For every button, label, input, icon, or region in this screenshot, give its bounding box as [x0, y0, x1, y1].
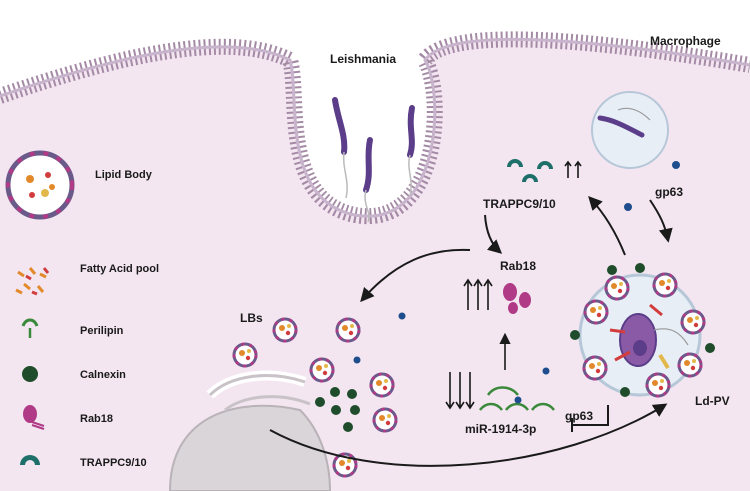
trappc-icon: [20, 455, 40, 465]
parasitophorous-vacuole: [570, 263, 715, 398]
arrow-er-to-pv: [269, 403, 668, 467]
calnexin-dots: [315, 387, 360, 432]
gp63-dot: [624, 203, 632, 211]
er-golgi-organelle: [168, 370, 332, 491]
legend-label: Lipid Body: [95, 169, 153, 181]
perilipin-icon: [21, 318, 39, 338]
arrow-gp63-to-pv: [649, 199, 673, 243]
mirna-downregulation-arrows: [445, 372, 475, 410]
inhibition-gp63-mirna: [571, 405, 609, 432]
lipid-body-icon: [5, 150, 75, 220]
lbs-label: LBs: [240, 311, 263, 325]
legend-label: Perilipin: [80, 325, 124, 337]
arrow-trappc-to-rab18: [484, 214, 503, 254]
calnexin-icon: [22, 366, 38, 382]
macrophage-label: Macrophage: [650, 34, 721, 48]
legend: Lipid Body Fatty Acid pool Perilipin Cal…: [5, 150, 159, 469]
macrophage-cytoplasm: [0, 39, 750, 491]
rab18-center-label: Rab18: [500, 259, 536, 273]
rab18-proteins: [503, 283, 531, 314]
mirna-label: miR-1914-3p: [465, 422, 536, 436]
legend-label: TRAPPC9/10: [80, 457, 147, 469]
legend-label: Rab18: [80, 413, 113, 425]
arrow-pv-to-trappc: [588, 195, 626, 256]
free-parasite-vesicle: [591, 91, 669, 169]
mirna-hairpins: [479, 386, 555, 411]
gp63-bottom-label: gp63: [565, 409, 593, 423]
leishmania-parasites: [332, 97, 415, 223]
fatty-acid-icon: [15, 267, 50, 296]
trappc-group: [507, 159, 582, 182]
legend-label: Calnexin: [80, 369, 126, 381]
trappc-top-label: TRAPPC9/10: [483, 197, 556, 211]
rab18-icon: [23, 405, 45, 430]
gp63-top-label: gp63: [655, 185, 683, 199]
gp63-dot: [672, 161, 680, 169]
arrow-rab18-to-lbs: [360, 248, 471, 303]
rab18-upregulation-arrows: [463, 278, 493, 310]
leishmania-label: Leishmania: [330, 52, 396, 66]
ldpv-label: Ld-PV: [695, 394, 730, 408]
legend-label: Fatty Acid pool: [80, 263, 159, 275]
